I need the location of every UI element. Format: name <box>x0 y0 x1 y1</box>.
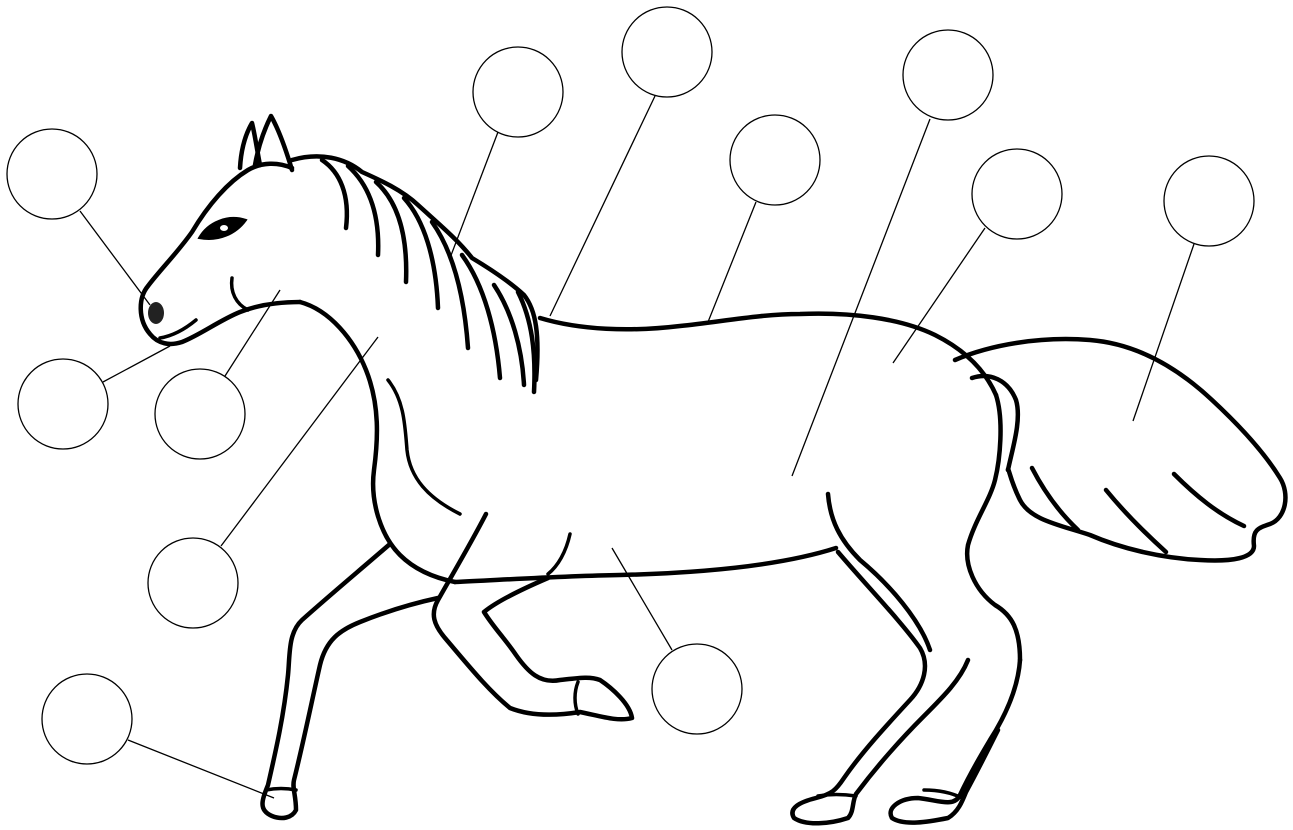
label-blank-tail[interactable] <box>1164 156 1254 246</box>
leader-line-tail <box>1133 244 1194 421</box>
horse-back <box>540 314 996 395</box>
leader-line-belly <box>612 548 672 650</box>
label-blank-neck[interactable] <box>148 538 238 628</box>
horse-mane-edge <box>292 156 538 380</box>
horse-mouth <box>160 320 196 338</box>
horse-front-leg-raised <box>434 514 632 719</box>
label-blank-withers[interactable] <box>622 7 712 97</box>
horse-hindquarter <box>967 395 1020 660</box>
horse-jaw <box>232 278 248 310</box>
label-blank-mouth[interactable] <box>18 359 108 449</box>
horse-nostril <box>148 302 164 324</box>
label-circles <box>7 7 1254 764</box>
label-blank-mane[interactable] <box>473 47 563 137</box>
label-blank-belly[interactable] <box>652 644 742 734</box>
label-blank-back[interactable] <box>730 115 820 205</box>
label-blank-croup[interactable] <box>972 149 1062 239</box>
label-blank-nostril[interactable] <box>7 129 97 219</box>
label-blank-barrel[interactable] <box>903 30 993 120</box>
horse-thigh <box>828 494 930 650</box>
leader-line-back <box>708 202 756 322</box>
horse-front-leg-back <box>263 544 439 818</box>
horse-tail <box>955 339 1285 560</box>
leader-line-neck <box>221 337 378 546</box>
horse-tail-strands <box>1032 468 1244 552</box>
horse-front-hoof-band <box>266 789 296 791</box>
horse-eye-highlight <box>220 225 228 231</box>
leader-line-mane <box>450 132 498 258</box>
horse-neck-front <box>300 302 455 582</box>
leader-line-nostril <box>80 211 150 305</box>
horse-raised-hoof-band <box>575 682 578 714</box>
leader-line-mouth <box>103 346 170 382</box>
leader-line-croup <box>893 228 985 363</box>
label-blank-hoof[interactable] <box>42 674 132 764</box>
horse-hind-leg-near <box>792 552 968 823</box>
leader-line-cheek <box>225 290 280 376</box>
leader-line-hoof <box>128 740 274 798</box>
horse-head-outline <box>141 164 300 344</box>
horse-shoulder <box>388 380 460 514</box>
leader-line-withers <box>550 96 655 316</box>
horse-elbow-crease <box>548 534 570 574</box>
horse-belly <box>455 548 836 582</box>
horse-hind-far-hoof-band <box>924 790 962 798</box>
label-blank-cheek[interactable] <box>155 369 245 459</box>
horse-hind-near-hoof-band <box>818 795 856 797</box>
